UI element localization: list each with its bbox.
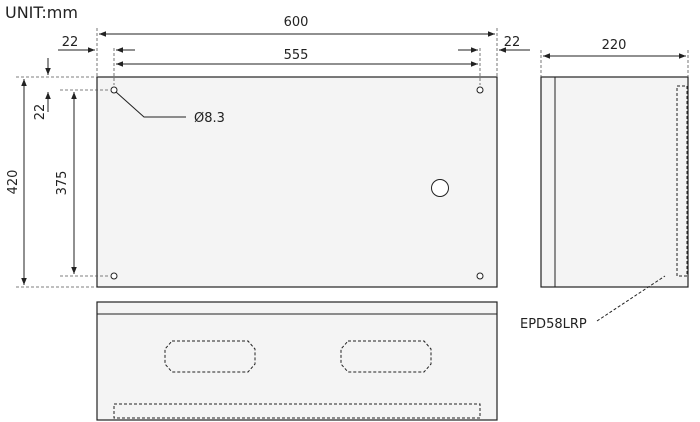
dim-right-edge-offset: 22	[458, 35, 530, 53]
hole-spacing-height-label: 375	[55, 171, 70, 196]
dim-hole-spacing-height: 375	[55, 89, 110, 277]
dim-left-edge-offset: 22	[58, 35, 135, 53]
overall-height-label: 420	[6, 170, 21, 195]
dim-overall-width: 600	[96, 15, 498, 77]
right-edge-offset-label: 22	[504, 35, 521, 50]
side-panel	[540, 76, 689, 288]
dim-overall-height: 420	[6, 76, 97, 288]
bottom-view	[96, 301, 498, 421]
mounting-hole-top-right	[476, 86, 484, 94]
dim-top-edge-offset: 22	[33, 58, 51, 121]
mounting-hole-top-left	[110, 86, 118, 94]
top-edge-offset-label: 22	[33, 104, 48, 121]
depth-label: 220	[602, 38, 627, 53]
dim-depth: 220	[540, 38, 689, 77]
side-view	[540, 76, 689, 288]
hole-spacing-width-label: 555	[284, 48, 309, 63]
hinge-outline	[676, 85, 688, 277]
model-label: EPD58LRP	[520, 317, 587, 332]
front-panel	[96, 76, 498, 288]
knockout-left	[164, 340, 256, 373]
mounting-hole-bottom-right	[476, 272, 484, 280]
left-edge-offset-label: 22	[62, 35, 79, 50]
model-callout: EPD58LRP	[520, 275, 666, 332]
overall-width-label: 600	[284, 15, 309, 30]
cable-entry-hole	[431, 179, 449, 197]
front-view	[96, 76, 498, 288]
unit-label: UNIT:mm	[5, 3, 78, 22]
knockout-right	[340, 340, 432, 373]
mounting-hole-bottom-left	[110, 272, 118, 280]
rail-outline	[113, 403, 481, 419]
hole-diameter-label: Ø8.3	[194, 111, 225, 126]
hole-diameter-callout: Ø8.3	[115, 91, 225, 126]
dim-hole-spacing-width: 555	[113, 48, 481, 85]
bottom-panel	[96, 301, 498, 421]
